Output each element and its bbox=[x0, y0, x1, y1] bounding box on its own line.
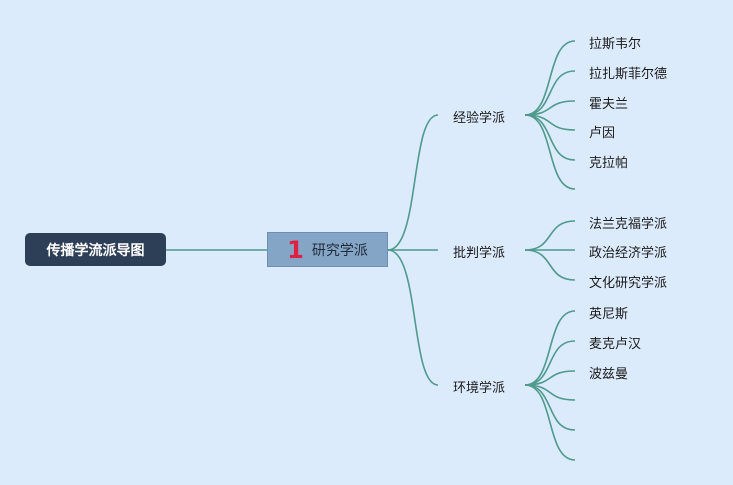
leaf-topic[interactable]: 卢因 bbox=[589, 126, 616, 141]
empirical-leaf-line bbox=[524, 40, 576, 116]
leaf-topic[interactable]: 麦克卢汉 bbox=[589, 337, 642, 352]
leaf-topic[interactable]: 霍夫兰 bbox=[589, 97, 629, 112]
topic-number-badge: 1 bbox=[287, 235, 304, 264]
environment-leaf-line bbox=[524, 310, 576, 386]
leaf-topic[interactable]: 拉斯韦尔 bbox=[589, 37, 642, 52]
center-to-branch-empirical-line bbox=[387, 114, 439, 251]
critical-leaf-line bbox=[524, 220, 576, 251]
environment-leaf-line bbox=[524, 340, 576, 386]
branch-label: 环境学派 bbox=[453, 381, 506, 396]
environment-leaf-line bbox=[524, 384, 576, 461]
branch-label: 批判学派 bbox=[453, 246, 506, 261]
branch-label: 经验学派 bbox=[453, 111, 506, 126]
leaf-topic[interactable]: 克拉帕 bbox=[589, 156, 629, 171]
leaf-topic[interactable]: 英尼斯 bbox=[589, 307, 629, 322]
leaf-topic[interactable]: 法兰克福学派 bbox=[589, 217, 668, 232]
empirical-leaf-line bbox=[524, 114, 576, 190]
critical-leaf-line bbox=[524, 249, 576, 281]
central-topic[interactable]: 1 研究学派 bbox=[267, 232, 388, 267]
root-topic-label: 传播学流派导图 bbox=[46, 242, 145, 259]
center-to-branch-environment-line bbox=[387, 249, 439, 386]
root-topic[interactable]: 传播学流派导图 bbox=[25, 233, 166, 266]
leaf-topic[interactable]: 政治经济学派 bbox=[589, 246, 668, 261]
branch-environment-school[interactable]: 环境学派 bbox=[453, 377, 505, 396]
leaf-topic[interactable]: 波兹曼 bbox=[589, 367, 629, 382]
branch-empirical-school[interactable]: 经验学派 bbox=[453, 107, 505, 126]
central-topic-label: 研究学派 bbox=[311, 242, 368, 259]
leaf-topic[interactable]: 文化研究学派 bbox=[589, 276, 668, 291]
branch-critical-school[interactable]: 批判学派 bbox=[453, 242, 505, 261]
leaf-topic[interactable]: 拉扎斯菲尔德 bbox=[589, 67, 668, 82]
empirical-leaf-line bbox=[524, 70, 576, 116]
